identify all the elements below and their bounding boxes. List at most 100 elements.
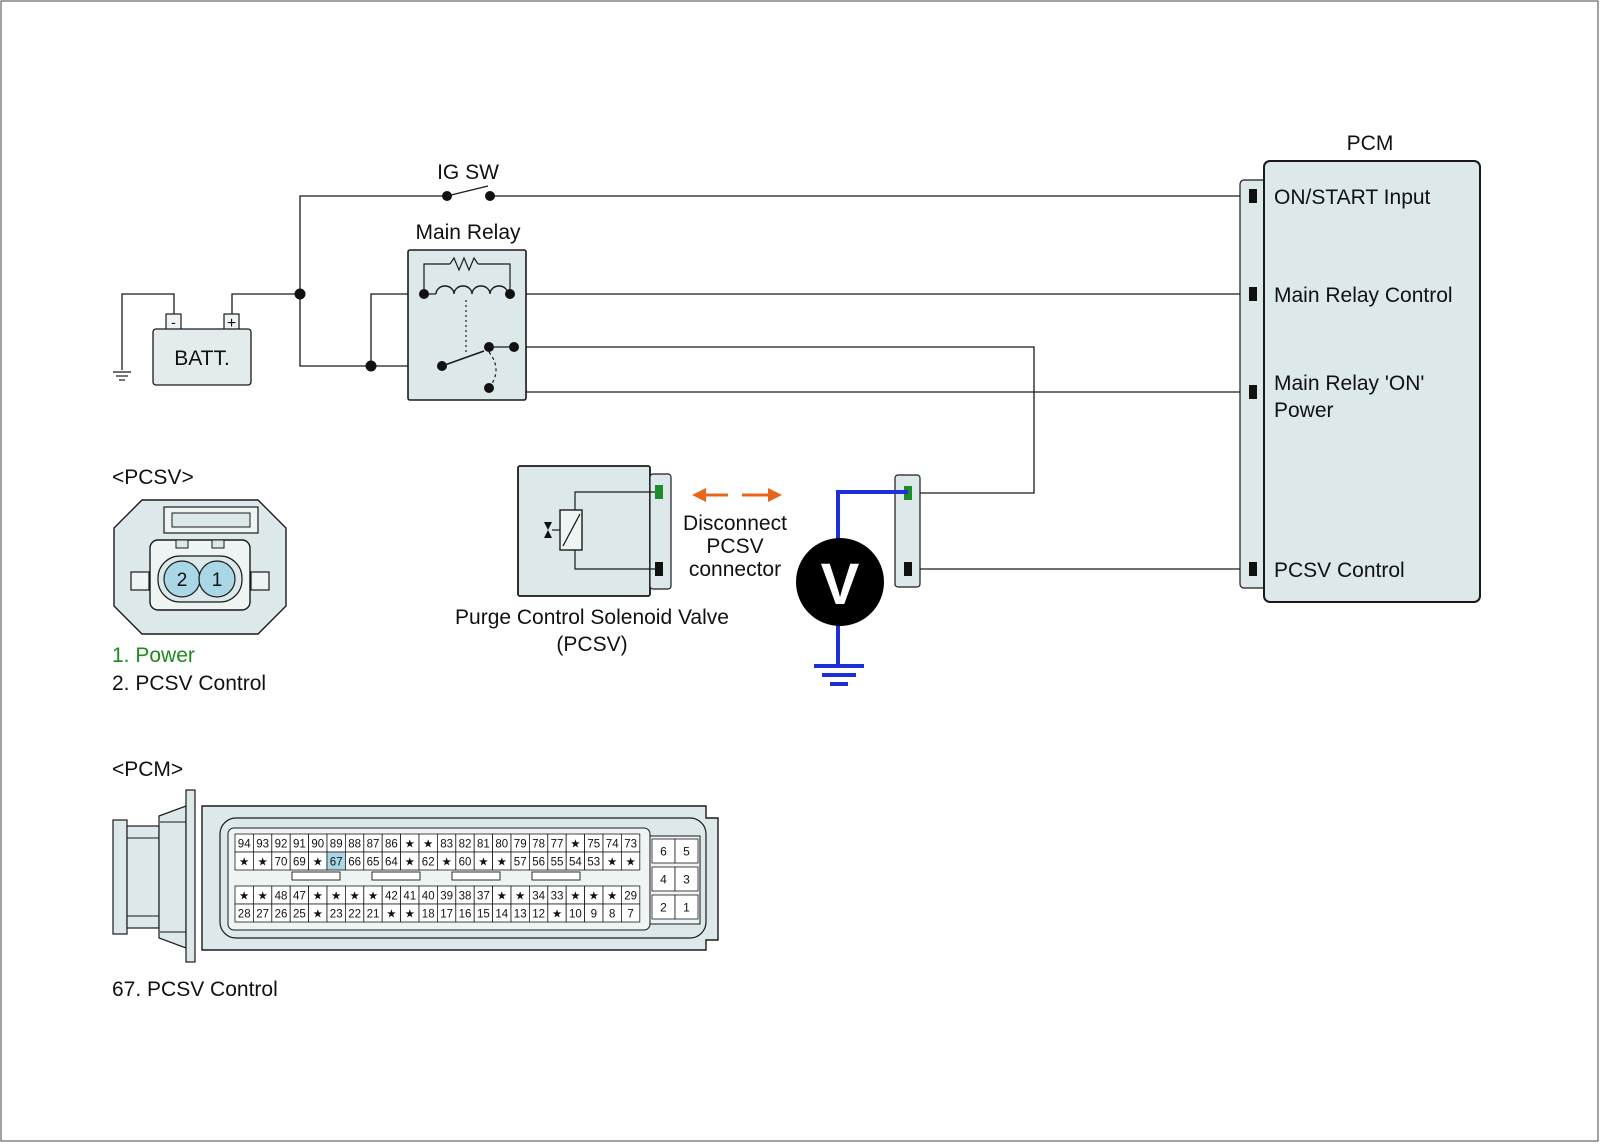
pcm-pin-label: 56 xyxy=(532,857,545,869)
pcm-connector-legend: 67. PCSV Control xyxy=(112,978,278,1001)
pcm-pin-label: 42 xyxy=(385,891,398,903)
harness-pin-control xyxy=(904,562,912,576)
pcm-small-pin-label: 3 xyxy=(683,873,690,887)
pcm-pin-label: 83 xyxy=(440,839,453,851)
pcm-pin-label: 33 xyxy=(551,891,564,903)
pcm-pin-label: 82 xyxy=(459,839,472,851)
pcm-pin-label: 48 xyxy=(275,891,288,903)
pcm-pin-label: 39 xyxy=(440,891,453,903)
pcm-pin-label: 65 xyxy=(367,857,380,869)
pcsv-pin-1-label: 1 xyxy=(212,570,223,591)
pcsv-connector-title: <PCSV> xyxy=(112,466,194,489)
disconnect-arrow-icon xyxy=(692,488,782,502)
wire-batt-positive xyxy=(231,293,300,316)
pcsv-connector-side xyxy=(649,473,672,590)
wire-relay-to-pcm-on-power xyxy=(514,346,1254,393)
pcm-pin-label: ★ xyxy=(313,909,323,921)
pcm-pin-label: 92 xyxy=(275,839,288,851)
pcm-pin-label: 64 xyxy=(385,857,398,869)
pcsv-name-line2: (PCSV) xyxy=(556,633,627,656)
pcm-small-pin-cell xyxy=(674,866,699,892)
pcm-pin-label: ★ xyxy=(405,857,415,869)
pcm-pin-label: 73 xyxy=(624,839,637,851)
pcm-pin-label: 34 xyxy=(532,891,545,903)
pcm-pin-label: ★ xyxy=(405,839,415,851)
pcm-pin-label: ★ xyxy=(257,891,267,903)
pcm-keying-tab xyxy=(291,871,341,881)
ig-switch: IG SW xyxy=(437,161,499,201)
pcm-pin-label: ★ xyxy=(405,909,415,921)
pcm-pin-label: 53 xyxy=(587,857,600,869)
pcm-pin-label: 18 xyxy=(422,909,435,921)
pcm-pin-label: 17 xyxy=(440,909,453,921)
pcm-pin-label: 15 xyxy=(477,909,490,921)
main-relay: Main Relay xyxy=(407,221,527,401)
wire-batt-to-relay-switch xyxy=(299,294,442,367)
pcm-module: PCM ON/START Input Main Relay Control Ma… xyxy=(1239,132,1481,603)
pcm-pin-main-relay-on-power-line1: Main Relay 'ON' xyxy=(1274,372,1424,395)
pcsv-name-line1: Purge Control Solenoid Valve xyxy=(455,606,729,629)
pcm-small-pin-label: 4 xyxy=(660,873,667,887)
pcm-pin-label: ★ xyxy=(625,857,635,869)
disconnect-label-line2: PCSV xyxy=(706,535,763,558)
disconnect-label-line3: connector xyxy=(689,558,781,581)
pcm-pin-label: ★ xyxy=(570,839,580,851)
pcsv-pin-power xyxy=(655,485,663,499)
pcm-pin-label: ★ xyxy=(497,857,507,869)
pcm-pin-label: 87 xyxy=(367,839,380,851)
pcm-pin-label: 8 xyxy=(609,909,615,921)
battery-label: BATT. xyxy=(174,347,230,370)
pcm-pin-label: ★ xyxy=(239,891,249,903)
pcsv-pin-2-label: 2 xyxy=(177,570,188,591)
pcsv-pin-1-circle xyxy=(198,560,236,598)
pcm-pin-label: 47 xyxy=(293,891,306,903)
pcm-pin-label: 10 xyxy=(569,909,582,921)
pcm-pin-label: 79 xyxy=(514,839,527,851)
pcm-pin-label: ★ xyxy=(257,857,267,869)
valve-icon xyxy=(544,522,552,530)
pcm-pin-label: ★ xyxy=(607,857,617,869)
main-relay-label: Main Relay xyxy=(415,221,521,244)
pcm-title: PCM xyxy=(1347,132,1394,155)
pcm-pin-label: 81 xyxy=(477,839,490,851)
wire-relay-to-pcsv-power xyxy=(514,346,1035,494)
pcm-pin-label: ★ xyxy=(349,891,359,903)
pcm-pin-label: ★ xyxy=(478,857,488,869)
pcm-pin-label: 25 xyxy=(293,909,306,921)
pcm-pin-label: 91 xyxy=(293,839,306,851)
junction-dots xyxy=(294,288,377,372)
pcm-pin-label: 94 xyxy=(238,839,251,851)
pcm-pin-on-start: ON/START Input xyxy=(1274,186,1431,209)
pcm-pin-label: 12 xyxy=(532,909,545,921)
pcm-pin-label: 27 xyxy=(256,909,269,921)
pcm-pin-label: ★ xyxy=(331,891,341,903)
pcm-pin-label: ★ xyxy=(607,891,617,903)
pcm-pin-label: 70 xyxy=(275,857,288,869)
wire-batt-to-relay-coil xyxy=(370,293,424,366)
pcm-pin-label: ★ xyxy=(313,857,323,869)
pcm-pin-label: 74 xyxy=(606,839,619,851)
pcm-pin-main-relay-control: Main Relay Control xyxy=(1274,284,1453,307)
pcm-pin-label: 41 xyxy=(403,891,416,903)
pcm-pin-label: ★ xyxy=(589,891,599,903)
pcm-pin-label: 62 xyxy=(422,857,435,869)
pcm-pin-label: 16 xyxy=(459,909,472,921)
pcsv-component: Purge Control Solenoid Valve (PCSV) xyxy=(455,465,729,656)
pcm-pin-label: 88 xyxy=(348,839,361,851)
pcm-pin-label: 60 xyxy=(459,857,472,869)
pcm-keying-tab xyxy=(531,871,581,881)
pcm-pin-label: ★ xyxy=(386,909,396,921)
pcsv-pin-control xyxy=(655,562,663,576)
pcm-pin-label: 40 xyxy=(422,891,435,903)
pcm-pin-main-relay-on-power-line2: Power xyxy=(1274,399,1334,422)
pcm-small-pin-cell xyxy=(674,894,699,920)
pcm-pins xyxy=(1249,189,1257,576)
pcsv-legend-control: 2. PCSV Control xyxy=(112,672,266,695)
pcm-pin-label: 93 xyxy=(256,839,269,851)
pcm-pin-label: 77 xyxy=(551,839,564,851)
pcm-pin-label: ★ xyxy=(497,891,507,903)
pcm-pin-label: 37 xyxy=(477,891,490,903)
